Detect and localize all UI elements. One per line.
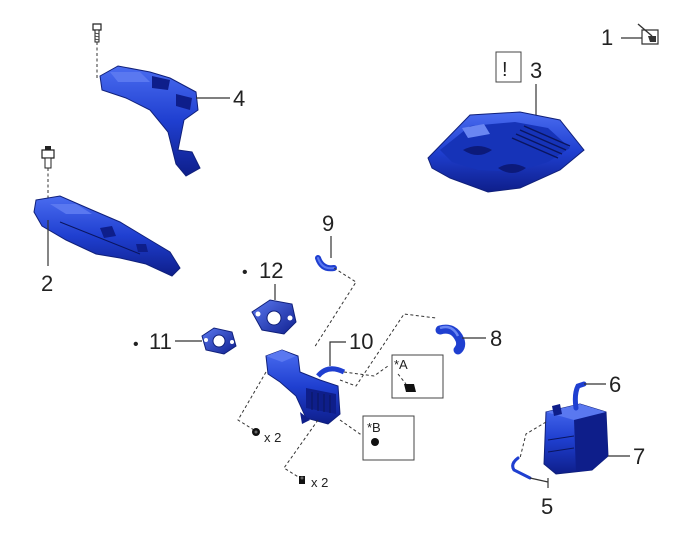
nut-b: [371, 438, 379, 446]
hose-9[interactable]: [315, 255, 337, 272]
item-12-group: • 12: [242, 258, 297, 335]
engine-cover[interactable]: [427, 111, 585, 193]
callout-9: 9: [322, 211, 334, 236]
item-4-group: 4: [92, 23, 245, 177]
leader-5b: [529, 477, 549, 483]
caution-mark-icon: !: [502, 59, 508, 81]
hose-6[interactable]: [572, 381, 587, 411]
item-8-group: 8: [435, 324, 502, 355]
box-b-label: *B: [367, 420, 381, 435]
leader-10: [329, 341, 346, 366]
callout-10: 10: [349, 329, 373, 354]
item-1-group: 1: [601, 23, 659, 50]
callout-3: 3: [530, 58, 542, 83]
callout-12: 12: [259, 258, 283, 283]
bolt-2: [41, 146, 55, 169]
plate-2[interactable]: [33, 195, 181, 277]
box-a: *A: [391, 354, 444, 399]
nut-top: [252, 428, 260, 436]
air-box-7[interactable]: [543, 403, 609, 475]
item-7-group: 7: [543, 403, 645, 475]
callout-2: 2: [41, 271, 53, 296]
dash-5: [519, 421, 547, 459]
item-11-group: • 11: [133, 327, 237, 355]
bolt-a: [404, 384, 416, 392]
dash-9: [313, 267, 357, 349]
callout-11: 11: [149, 329, 172, 354]
dash-box-a: [343, 365, 389, 377]
gasket-11[interactable]: [201, 327, 237, 355]
callout-7: 7: [633, 444, 645, 469]
item-2-group: 2: [33, 146, 181, 296]
item-10-group: 10: [265, 329, 373, 425]
bullet-11: •: [133, 336, 139, 353]
callout-8: 8: [490, 326, 502, 351]
box-b: *B: [362, 415, 415, 461]
hose-8[interactable]: [435, 324, 466, 355]
callout-4: 4: [233, 86, 245, 111]
gasket-12[interactable]: [251, 299, 297, 335]
qty-top: x 2: [264, 430, 281, 445]
callout-6: 6: [609, 372, 621, 397]
item-5-group: 5: [511, 421, 553, 519]
dash-nut-top: [237, 371, 267, 431]
item-3-group: ! 3: [427, 51, 585, 193]
box-a-label: *A: [394, 357, 408, 372]
item-9-group: 9: [313, 211, 357, 349]
qty-bottom: x 2: [311, 475, 328, 490]
item-6-group: 6: [572, 372, 621, 411]
grease-can-icon: [637, 23, 659, 45]
bolt-4: [92, 23, 102, 43]
egr-cooler-10[interactable]: [265, 349, 346, 425]
callout-1: 1: [601, 25, 613, 50]
bracket-4[interactable]: [99, 65, 201, 177]
hose-5[interactable]: [511, 456, 532, 480]
bullet-12: •: [242, 264, 248, 281]
callout-5: 5: [541, 494, 553, 519]
caution-mark-box: [495, 51, 522, 83]
nut-bottom: [299, 476, 305, 484]
dash-nut-bottom: [283, 419, 319, 479]
